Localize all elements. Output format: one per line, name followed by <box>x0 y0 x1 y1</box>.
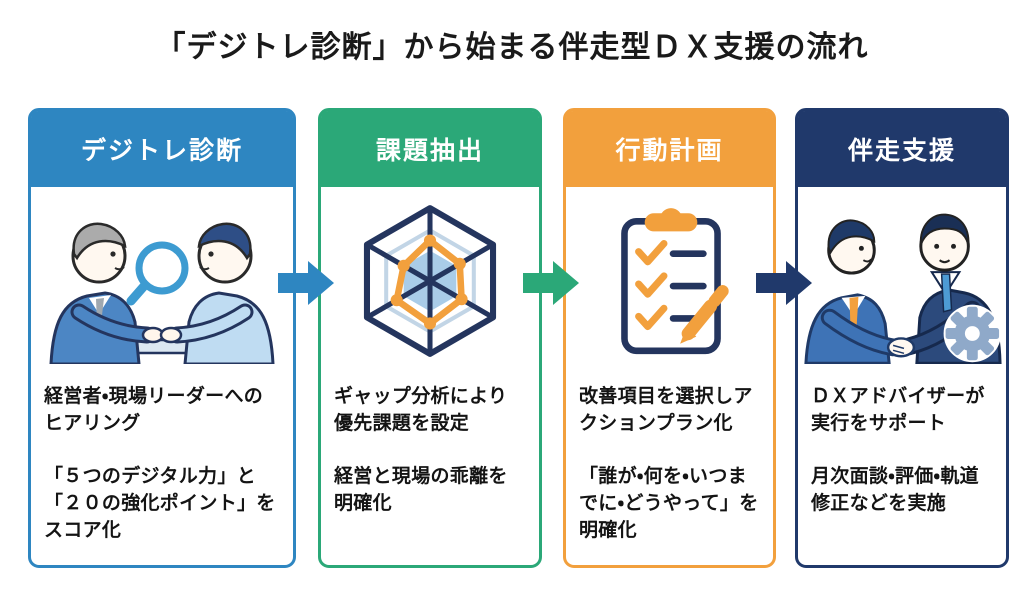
step-description: ギャップ分析により優先課題を設定 経営と現場の乖離を明確化 <box>321 375 539 565</box>
page-title: 「デジトレ診断」から始まる伴走型ＤＸ支援の流れ <box>155 30 869 65</box>
step-card-support: 伴走支援 <box>795 108 1009 568</box>
step-paragraph: ギャップ分析により優先課題を設定 <box>334 385 508 434</box>
step-header-support: 伴走支援 <box>798 111 1006 187</box>
gear-icon <box>943 304 1002 363</box>
arrow-step1-to-step2-icon <box>278 259 336 307</box>
handshake-gear-icon <box>798 187 1006 375</box>
step-paragraph: 「５つのデジタル力」と「２０の強化ポイント」をスコア化 <box>44 464 276 541</box>
checklist-pen-icon <box>566 187 773 375</box>
step-card-issues: 課題抽出 <box>318 108 542 568</box>
step-paragraph: ＤＸアドバイザーが実行をサポート <box>811 385 985 434</box>
step-header-action-plan: 行動計画 <box>566 111 773 187</box>
checklist-illustration <box>620 208 729 355</box>
step-title: 行動計画 <box>615 136 724 165</box>
step-card-action-plan: 行動計画 <box>563 108 776 568</box>
step-paragraph: 月次面談・評価・軌道修正などを実施 <box>811 464 979 514</box>
step-paragraph: 「誰が・何を・いつまでに・どうやって」を明確化 <box>579 464 759 541</box>
step-description: 経営者・現場リーダーへのヒアリング 「５つのデジタル力」と「２０の強化ポイント」… <box>31 375 293 570</box>
step-header-issues: 課題抽出 <box>321 111 539 187</box>
step-title: 伴走支援 <box>847 136 956 165</box>
step-paragraph: 経営者・現場リーダーへのヒアリング <box>44 385 264 434</box>
interview-magnifier-icon <box>31 187 293 375</box>
step-paragraph: 経営と現場の乖離を明確化 <box>334 464 508 514</box>
arrow-step2-to-step3-icon <box>523 259 581 307</box>
handshake-illustration <box>804 213 1002 364</box>
checkmarks <box>634 240 667 331</box>
magnifier-icon <box>126 241 189 306</box>
step-title: デジトレ診断 <box>80 136 243 165</box>
step-header-diagnosis: デジトレ診断 <box>31 111 293 187</box>
step-title: 課題抽出 <box>375 136 484 165</box>
arrow-step3-to-step4-icon <box>756 259 814 307</box>
radar-chart-icon <box>321 187 539 375</box>
radar-chart-illustration <box>363 205 497 357</box>
interview-illustration <box>49 222 275 364</box>
clipboard-clip <box>644 208 697 232</box>
step-paragraph: 改善項目を選択しアクションプラン化 <box>579 385 753 434</box>
step-card-diagnosis: デジトレ診断 <box>28 108 296 568</box>
step-description: 改善項目を選択しアクションプラン化 「誰が・何を・いつまでに・どうやって」を明確… <box>566 375 773 570</box>
step-description: ＤＸアドバイザーが実行をサポート 月次面談・評価・軌道修正などを実施 <box>798 375 1006 565</box>
pen-icon <box>679 285 729 344</box>
